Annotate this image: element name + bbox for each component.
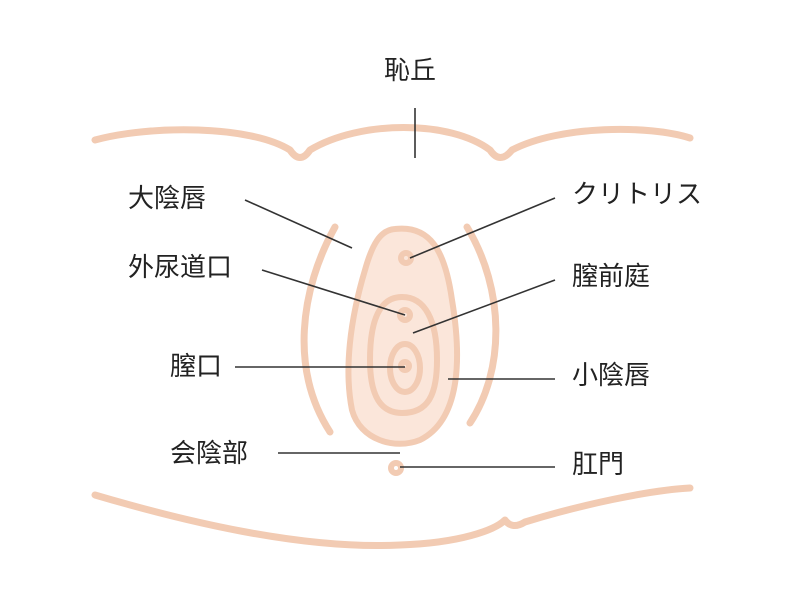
label-perineum: 会陰部	[170, 439, 249, 469]
labia-majora-right	[463, 223, 500, 427]
vestibule-loop	[366, 293, 441, 417]
label-vaginal-opening: 膣口	[170, 352, 223, 382]
hip-contour-top	[91, 124, 694, 161]
label-urethral-opening: 外尿道口	[128, 253, 233, 283]
vaginal-ring	[387, 341, 423, 395]
label-mons-pubis: 恥丘	[384, 56, 437, 86]
label-labia-majora: 大陰唇	[128, 184, 207, 214]
leader-urethra	[261, 269, 406, 316]
leader-clitoris	[409, 197, 556, 259]
leader-vestibule	[412, 279, 556, 334]
label-anus: 肛門	[572, 450, 625, 480]
label-vestibule: 膣前庭	[572, 262, 651, 292]
label-labia-minora: 小陰唇	[572, 361, 651, 391]
leader-labia-majora	[244, 199, 353, 249]
urethra-mark	[397, 307, 413, 323]
label-clitoris: クリトリス	[572, 180, 703, 210]
hip-contour-bottom	[91, 484, 694, 550]
anus-mark	[388, 460, 404, 476]
vagina-mark	[398, 359, 412, 373]
labia-majora-left	[300, 223, 339, 436]
